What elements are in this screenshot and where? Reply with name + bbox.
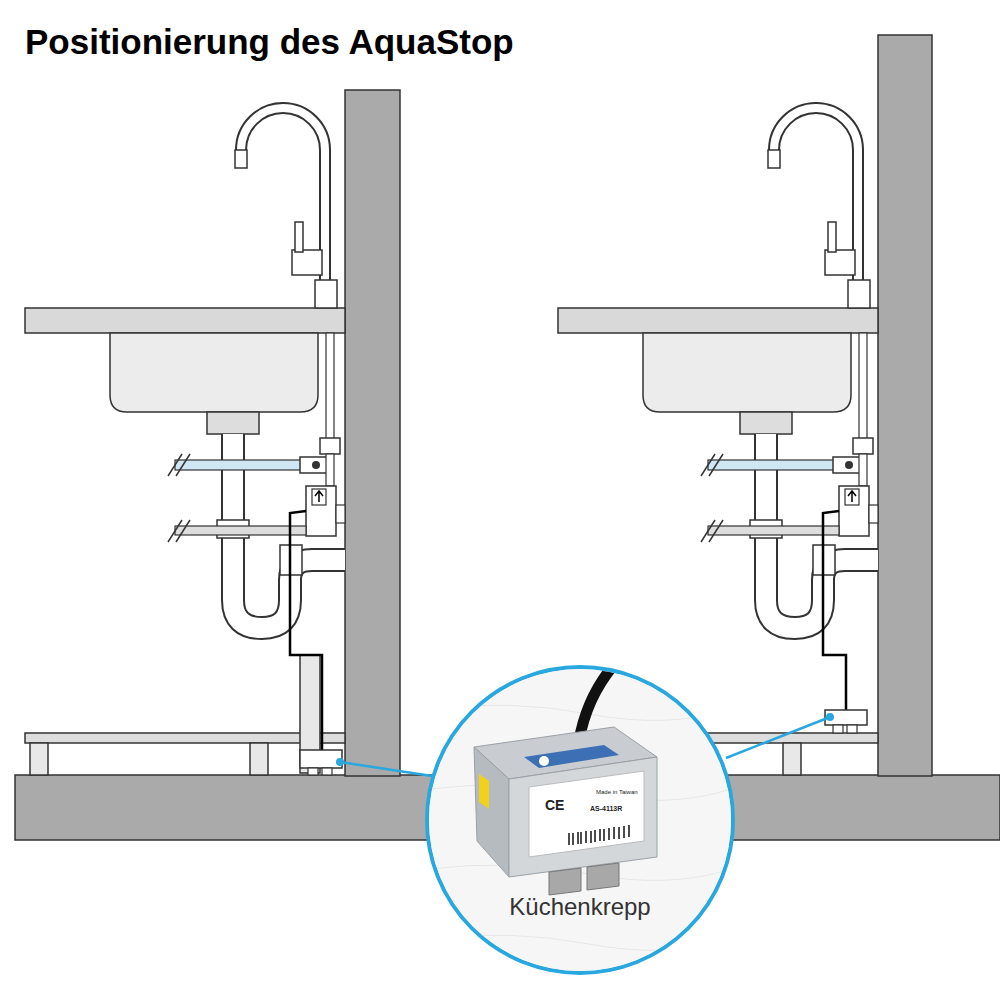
- callout-circle: Küchenkrepp: [425, 665, 735, 975]
- device-marking: AS-4113R: [590, 805, 622, 812]
- device-marking: Made in Taiwan: [596, 789, 638, 795]
- sensor-photo: [429, 669, 731, 971]
- title: Positionierung des AquaStop: [25, 22, 514, 62]
- callout-caption: Küchenkrepp: [429, 893, 731, 921]
- device-marking: CE: [545, 797, 564, 813]
